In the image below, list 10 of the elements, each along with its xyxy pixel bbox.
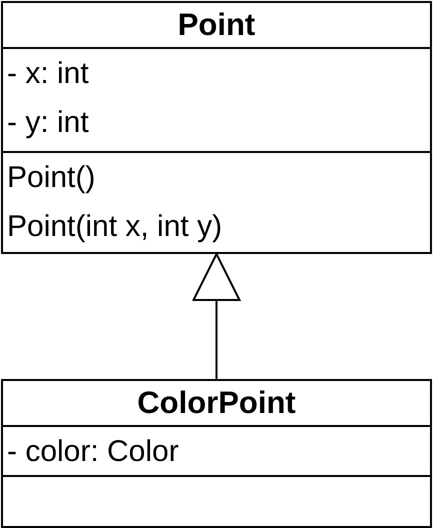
class-box — [1, 379, 432, 528]
class-member: Point(int x, int y) — [7, 209, 224, 245]
class-member: Point() — [7, 160, 96, 196]
class-member: - x: int — [7, 56, 90, 92]
class-name: Point — [176, 6, 256, 44]
class-member: - color: Color — [7, 434, 180, 470]
inheritance-arrow — [192, 253, 240, 379]
class-name: ColorPoint — [136, 384, 297, 422]
class-box — [1, 1, 432, 254]
class-member: - y: int — [7, 105, 90, 141]
